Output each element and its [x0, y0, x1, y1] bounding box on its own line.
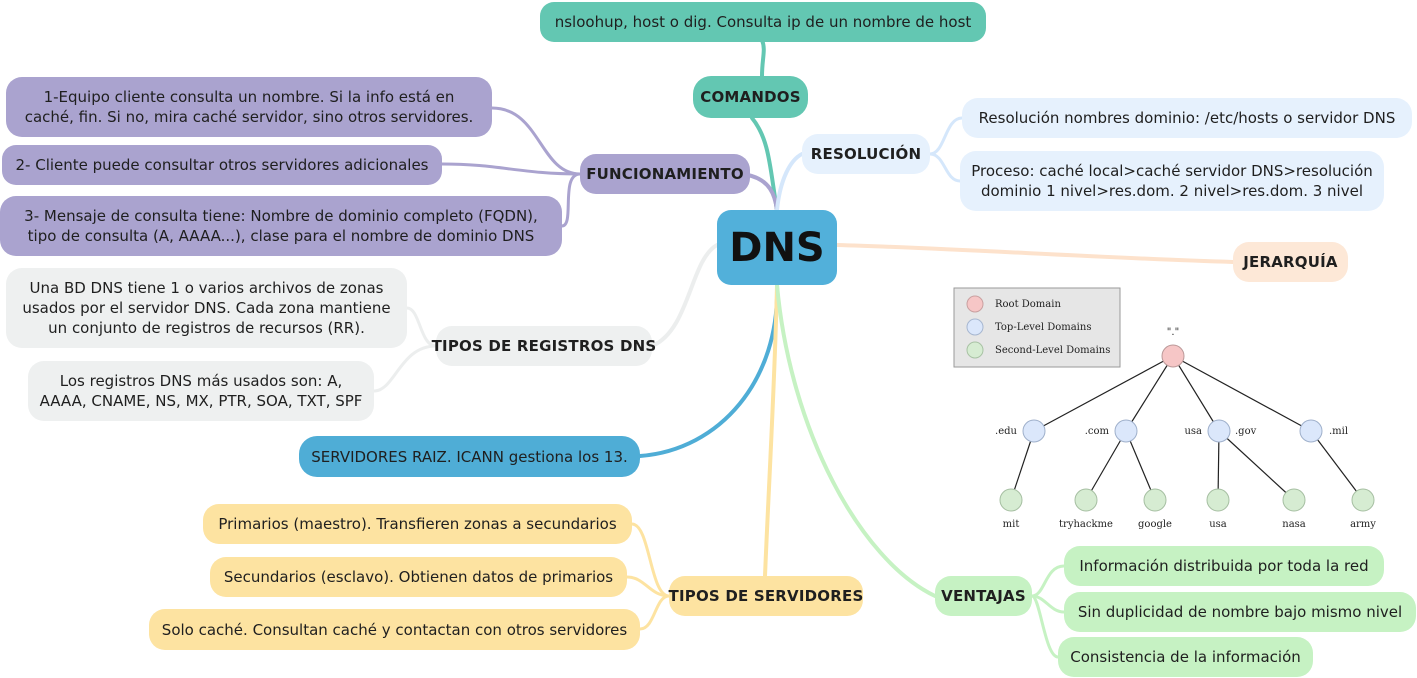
branch-jerarquia-label: JERARQUÍA [1243, 253, 1338, 271]
branch-servidores-raiz[interactable]: SERVIDORES RAIZ. ICANN gestiona los 13. [299, 436, 640, 477]
legend-tld-dot [966, 318, 984, 336]
sld-node-tryhackme [1074, 488, 1098, 512]
root-node-dns[interactable]: DNS [717, 210, 837, 285]
ventajas-item-1-text: Información distribuida por toda la red [1079, 557, 1369, 575]
branch-comandos[interactable]: COMANDOS [693, 76, 808, 118]
resolucion-item-2-line-1: Proceso: caché local>caché servidor DNS>… [971, 162, 1373, 180]
ventajas-item-3-text: Consistencia de la información [1070, 648, 1301, 666]
dns-hierarchy-image: Root Domain Top-Level Domains Second-Lev… [953, 287, 1376, 530]
tipos-registros-item-1[interactable]: Una BD DNS tiene 1 o varios archivos de … [6, 268, 407, 348]
sld-node-google [1143, 488, 1167, 512]
funcionamiento-item-3[interactable]: 3- Mensaje de consulta tiene: Nombre de … [0, 196, 562, 256]
ventajas-item-2-text: Sin duplicidad de nombre bajo mismo nive… [1077, 603, 1403, 621]
root-label: DNS [729, 224, 825, 271]
branch-comandos-label: COMANDOS [700, 88, 801, 106]
legend-root-dot [966, 295, 984, 313]
tld-label-gov: .gov [1235, 426, 1257, 437]
tld-node-edu [1022, 419, 1046, 443]
branch-funcionamiento-label: FUNCIONAMIENTO [586, 165, 744, 183]
tipos-servidores-item-1-text: Primarios (maestro). Transfieren zonas a… [218, 515, 617, 533]
ventajas-item-3[interactable]: Consistencia de la información [1058, 637, 1313, 677]
tipos-servidores-item-3-text: Solo caché. Consultan caché y contactan … [161, 620, 628, 639]
tipos-registros-item-2[interactable]: Los registros DNS más usados son: A, AAA… [28, 361, 374, 421]
funcionamiento-item-1-line-1: 1-Equipo cliente consulta un nombre. Si … [43, 88, 455, 106]
comandos-item-1-text: nsloohup, host o dig. Consulta ip de un … [554, 13, 972, 31]
sld-label-army: army [1350, 519, 1376, 530]
tipos-registros-item-2-line-1: Los registros DNS más usados son: A, [59, 372, 343, 390]
legend-sld-label: Second-Level Domains [995, 345, 1110, 356]
tipos-servidores-item-3[interactable]: Solo caché. Consultan caché y contactan … [149, 609, 640, 650]
tipos-registros-item-1-line-1: Una BD DNS tiene 1 o varios archivos de … [29, 279, 384, 297]
tld-label-mil: .mil [1329, 426, 1348, 437]
legend-sld-dot [966, 341, 984, 359]
tipos-registros-item-1-line-3: un conjunto de registros de recursos (RR… [48, 319, 365, 337]
tld-node-com [1114, 419, 1138, 443]
root-domain-label: "." [1167, 327, 1179, 338]
ventajas-item-1[interactable]: Información distribuida por toda la red [1064, 546, 1384, 586]
resolucion-item-1-text: Resolución nombres dominio: /etc/hosts o… [978, 109, 1396, 127]
tld-node-usa [1207, 419, 1231, 443]
sld-label-tryhackme: tryhackme [1059, 519, 1113, 530]
branch-tipos-registros-label: TIPOS DE REGISTROS DNS [431, 337, 657, 355]
tipos-servidores-item-2[interactable]: Secundarios (esclavo). Obtienen datos de… [210, 557, 627, 597]
funcionamiento-item-3-line-1: 3- Mensaje de consulta tiene: Nombre de … [24, 207, 538, 225]
resolucion-item-2[interactable]: Proceso: caché local>caché servidor DNS>… [960, 151, 1384, 211]
branch-jerarquia[interactable]: JERARQUÍA [1233, 242, 1348, 282]
legend-root-label: Root Domain [995, 299, 1061, 310]
tld-label-usa: usa [1184, 426, 1202, 437]
branch-ventajas[interactable]: VENTAJAS [935, 576, 1032, 616]
tipos-registros-item-2-line-2: AAAA, CNAME, NS, MX, PTR, SOA, TXT, SPF [39, 392, 363, 410]
resolucion-item-1[interactable]: Resolución nombres dominio: /etc/hosts o… [962, 98, 1412, 138]
branch-tipos-servidores[interactable]: TIPOS DE SERVIDORES [669, 576, 863, 616]
sld-label-usa: usa [1209, 519, 1227, 530]
funcionamiento-item-2-text: 2- Cliente puede consultar otros servido… [15, 156, 429, 174]
branch-resolucion[interactable]: RESOLUCIÓN [802, 134, 930, 174]
sld-node-nasa [1282, 488, 1306, 512]
funcionamiento-item-1[interactable]: 1-Equipo cliente consulta un nombre. Si … [6, 77, 492, 137]
sld-label-nasa: nasa [1282, 519, 1306, 530]
resolucion-item-2-line-2: dominio 1 nivel>res.dom. 2 nivel>res.dom… [980, 182, 1363, 200]
funcionamiento-item-2[interactable]: 2- Cliente puede consultar otros servido… [2, 145, 442, 185]
branch-ventajas-label: VENTAJAS [941, 587, 1026, 605]
tld-node-mil [1299, 419, 1323, 443]
tipos-servidores-item-1[interactable]: Primarios (maestro). Transfieren zonas a… [203, 504, 632, 544]
comandos-item-1[interactable]: nsloohup, host o dig. Consulta ip de un … [540, 2, 986, 42]
funcionamiento-item-1-line-2: caché, fin. Si no, mira caché servidor, … [24, 108, 474, 126]
sld-node-army [1351, 488, 1375, 512]
sld-node-usa [1206, 488, 1230, 512]
branch-servidores-raiz-label: SERVIDORES RAIZ. ICANN gestiona los 13. [311, 447, 628, 466]
ventajas-item-2[interactable]: Sin duplicidad de nombre bajo mismo nive… [1064, 592, 1416, 632]
sld-node-mit [999, 488, 1023, 512]
tld-label-edu: .edu [995, 426, 1017, 437]
funcionamiento-item-3-line-2: tipo de consulta (A, AAAA...), clase par… [27, 227, 535, 245]
branch-tipos-registros[interactable]: TIPOS DE REGISTROS DNS [432, 326, 656, 366]
root-domain-node [1161, 344, 1185, 368]
branch-resolucion-label: RESOLUCIÓN [810, 145, 922, 163]
branch-funcionamiento[interactable]: FUNCIONAMIENTO [580, 154, 750, 194]
tipos-servidores-item-2-text: Secundarios (esclavo). Obtienen datos de… [223, 568, 614, 586]
branch-tipos-servidores-label: TIPOS DE SERVIDORES [668, 587, 864, 605]
tipos-registros-item-1-line-2: usados por el servidor DNS. Cada zona ma… [22, 299, 391, 317]
sld-label-mit: mit [1003, 519, 1020, 530]
legend-tld-label: Top-Level Domains [995, 322, 1091, 333]
sld-label-google: google [1138, 519, 1172, 530]
tld-label-com: .com [1085, 426, 1110, 437]
